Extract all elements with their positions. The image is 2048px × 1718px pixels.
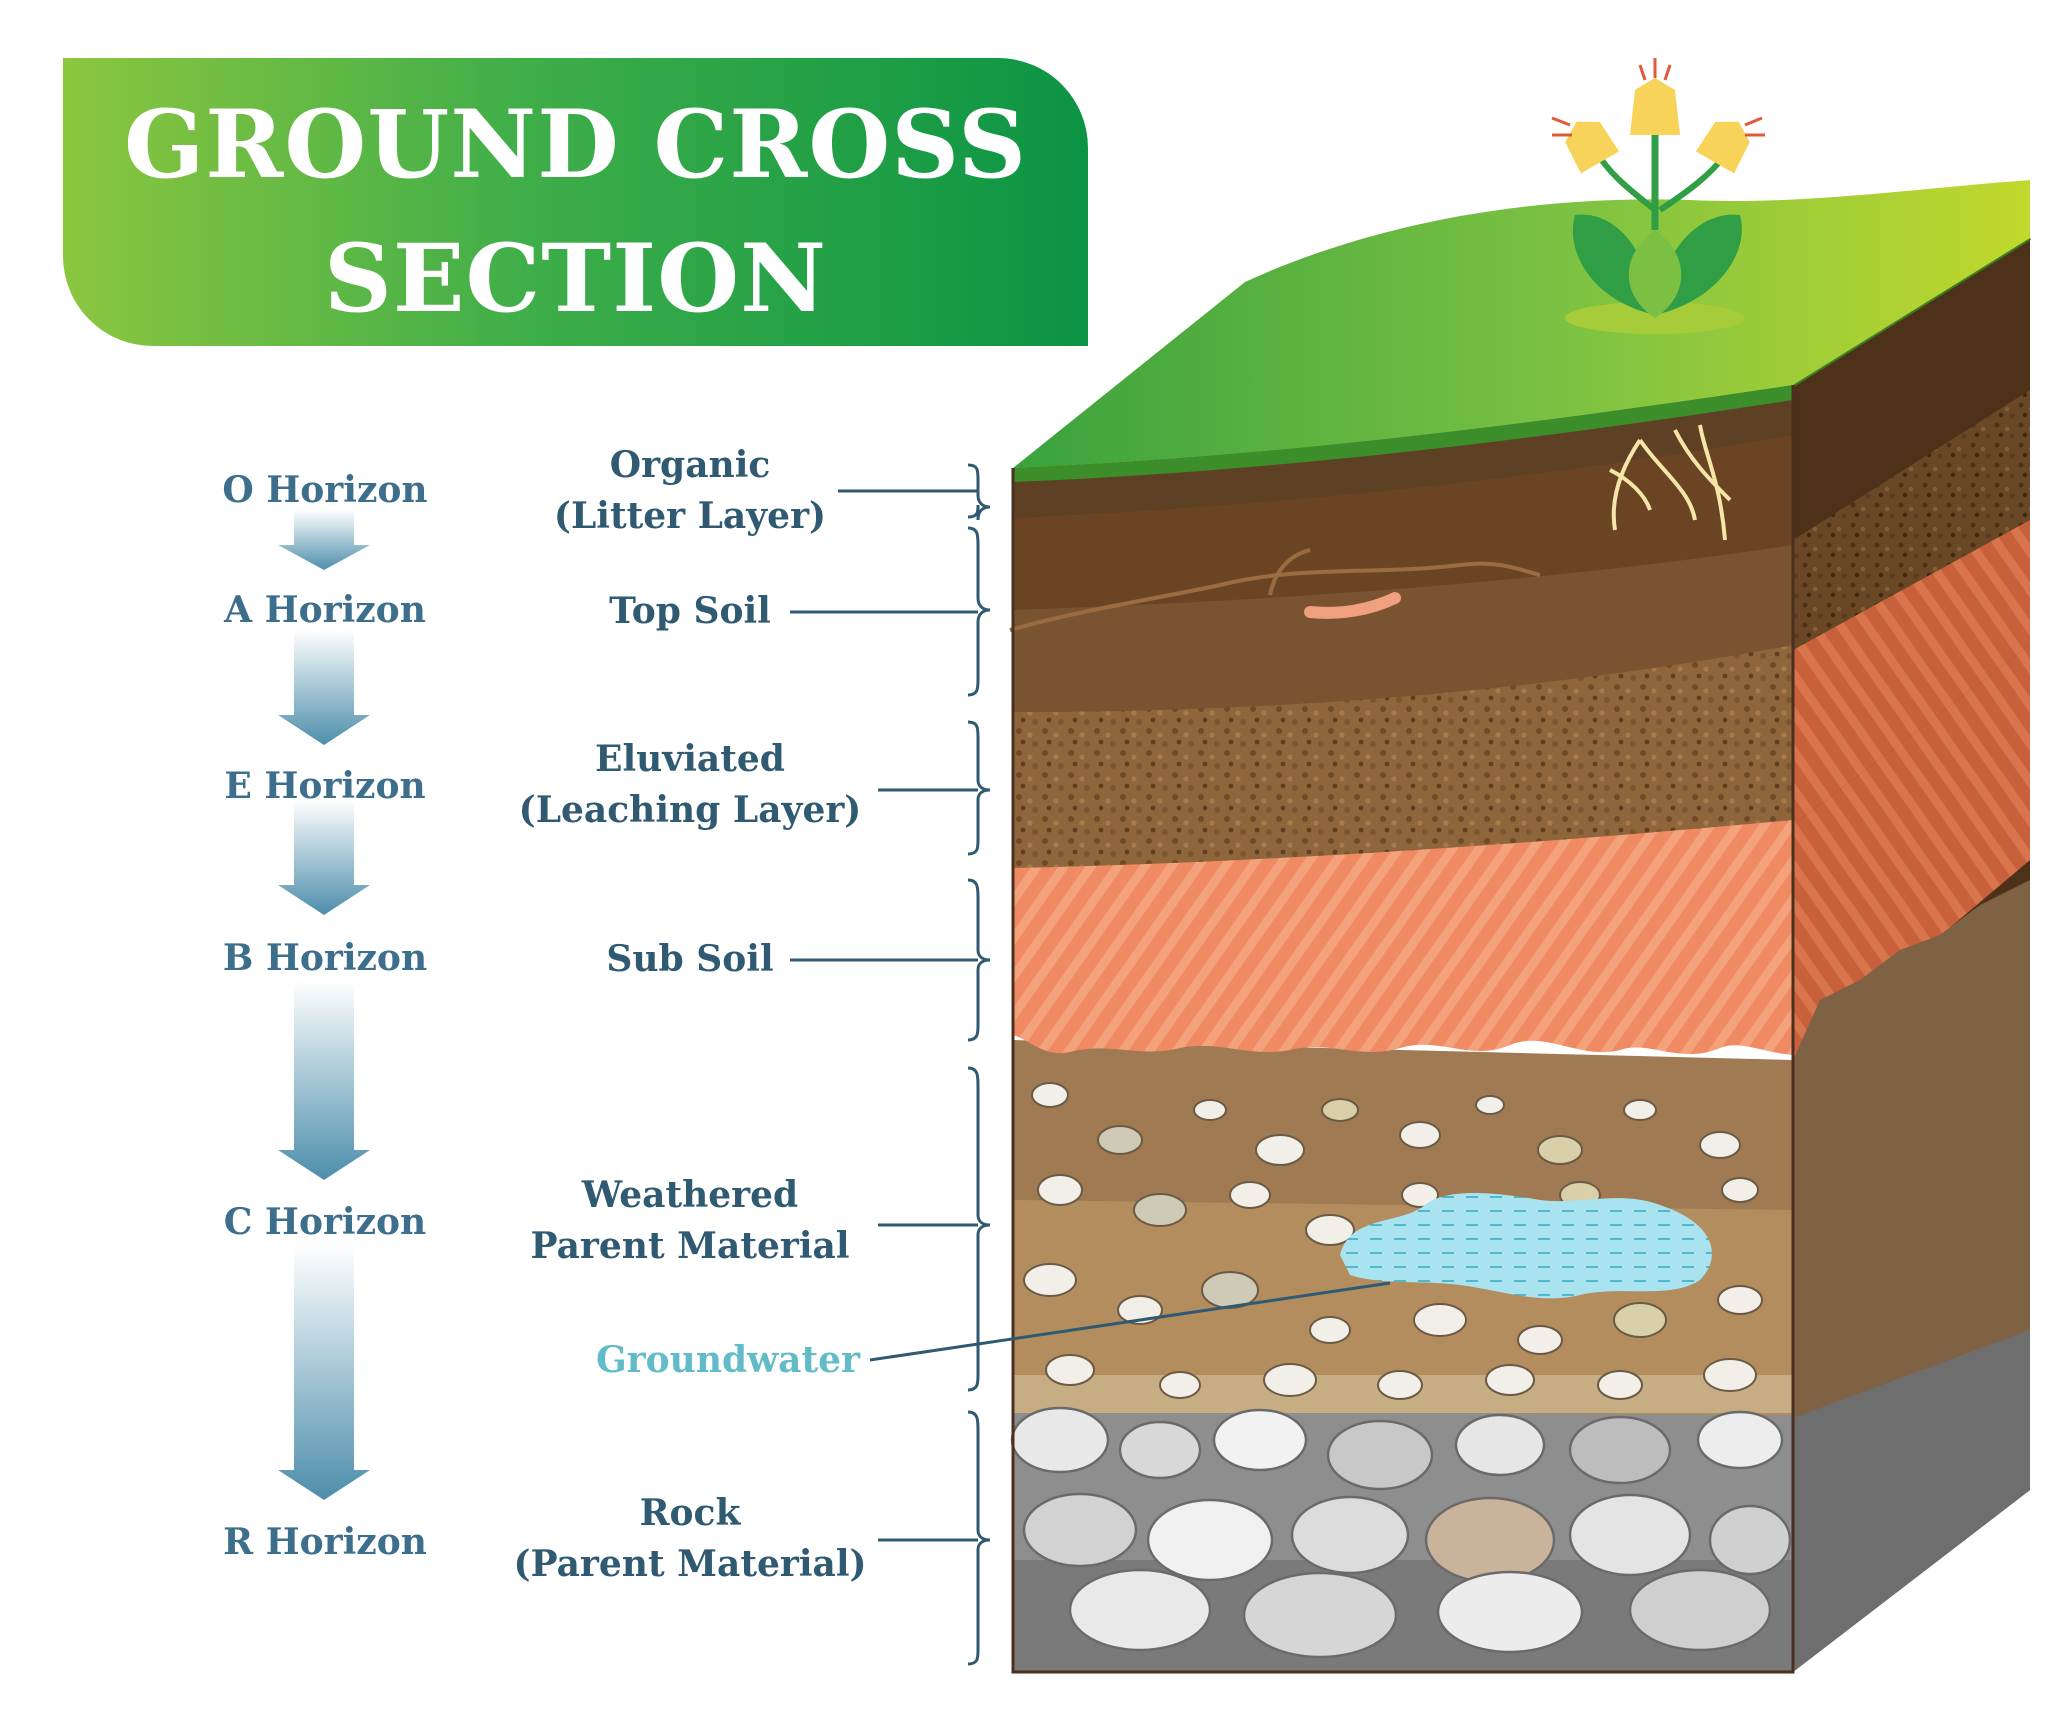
topsoil-details: [1009, 424, 1732, 632]
side-subsoil: [1793, 520, 2030, 825]
earthworm-icon: [1304, 592, 1401, 619]
bracket-a: [967, 526, 991, 697]
root-line: [1009, 561, 1541, 632]
layer-label-a: Top Soil: [470, 586, 910, 637]
arrow-o-to-a: [278, 510, 370, 570]
layer-label-e-line2: (Leaching Layer): [518, 789, 862, 832]
bracket-o: [967, 463, 991, 521]
topsoil-lower-band: [1013, 545, 1793, 712]
horizon-arrows: [278, 510, 370, 1500]
arrow-c-to-r: [278, 1245, 370, 1500]
arrow-a-to-e: [278, 630, 370, 745]
horizon-label-a: A Horizon: [224, 589, 426, 631]
grass-front-edge: [1013, 385, 1793, 482]
layer-label-r-line1: Rock: [639, 1492, 741, 1534]
rock-boulders: [1010, 1406, 1792, 1659]
root-branch: [1268, 548, 1311, 596]
layer-label-c: Weathered Parent Material: [470, 1170, 910, 1272]
horizon-label-b: B Horizon: [222, 937, 428, 979]
tulip-left: [1565, 121, 1620, 174]
side-weathered: [1793, 880, 2030, 1418]
horizon-label-r: R Horizon: [223, 1521, 427, 1563]
arrow-e-to-b: [278, 800, 370, 915]
side-face: [1791, 236, 2032, 1672]
bracket-b: [967, 878, 991, 1042]
horizon-label-e: E Horizon: [224, 765, 426, 807]
plant-roots-icon: [1609, 424, 1732, 541]
bracket-e: [967, 720, 991, 856]
title-line-2: SECTION: [323, 224, 828, 334]
layer-label-r-line2: (Parent Material): [513, 1543, 867, 1586]
bracket-lines: [790, 463, 1391, 1666]
tulip-right: [1695, 121, 1750, 174]
layer-label-o-line2: (Litter Layer): [553, 495, 827, 538]
horizon-label-c: C Horizon: [223, 1201, 427, 1243]
layer-label-a-line1: Top Soil: [609, 590, 771, 632]
groundwater-label: Groundwater: [595, 1339, 860, 1381]
side-subsoil-lower: [1793, 645, 2030, 1060]
eluviated-layer: [1013, 640, 1793, 868]
block-outline: [1011, 385, 1795, 1674]
horizon-label-o: O Horizon: [222, 469, 428, 511]
side-topsoil: [1793, 390, 2030, 650]
arrow-b-to-c: [278, 980, 370, 1180]
layer-label-c-line2: Parent Material: [530, 1225, 850, 1268]
subsoil-layer: [1013, 800, 1793, 1055]
flower-icon: [1551, 58, 1765, 334]
leaf-center: [1628, 230, 1682, 318]
side-rock: [1793, 1330, 2030, 1672]
layer-label-b-line1: Sub Soil: [606, 938, 774, 980]
layer-label-c-line1: Weathered: [581, 1174, 799, 1216]
bracket-r: [967, 1410, 991, 1666]
layer-label-o-line1: Organic: [609, 444, 771, 486]
layer-label-e: Eluviated (Leaching Layer): [470, 734, 910, 836]
bracket-c: [967, 1066, 991, 1392]
title-banner: [63, 58, 1088, 346]
tulip-center: [1630, 78, 1680, 135]
layer-label-b: Sub Soil: [470, 934, 910, 985]
grass-surface: [1013, 180, 2030, 482]
title-line-1: GROUND CROSS: [124, 90, 1027, 200]
grass-top: [1013, 180, 2030, 468]
groundwater-pocket: [1340, 1193, 1712, 1299]
leader-groundwater: [869, 1281, 1391, 1362]
layer-label-o: Organic (Litter Layer): [470, 440, 910, 542]
layer-label-r: Rock (Parent Material): [470, 1488, 910, 1590]
layer-label-e-line1: Eluviated: [595, 738, 785, 780]
